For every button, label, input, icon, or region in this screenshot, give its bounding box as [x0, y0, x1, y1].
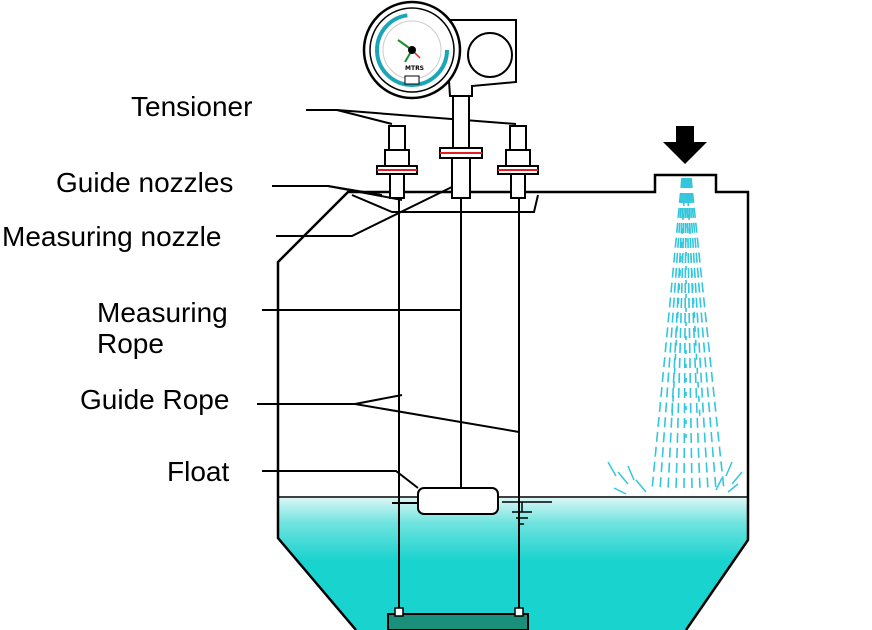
measuring-nozzle: [439, 95, 483, 199]
spray-splash: [607, 461, 743, 495]
tensioner-left: [376, 125, 418, 199]
label-guide-rope: Guide Rope: [80, 384, 229, 415]
gauge-unit-text: MTRS: [405, 65, 424, 72]
label-float: Float: [167, 456, 229, 487]
label-tensioner: Tensioner: [131, 91, 252, 122]
label-measuring-rope-line2: Rope: [97, 328, 164, 359]
label-measuring-nozzle: Measuring nozzle: [2, 221, 221, 252]
label-guide-nozzles: Guide nozzles: [56, 167, 233, 198]
bottom-weight: [387, 607, 529, 630]
measuring-nozzle-box: [351, 194, 539, 213]
tensioner-right: [497, 125, 539, 199]
level-gauge-head: MTRS: [362, 0, 517, 100]
tank: [276, 173, 750, 630]
level-mark: [502, 501, 552, 525]
inlet-spray: [651, 177, 725, 491]
float: [392, 487, 499, 515]
inlet-arrow: [663, 126, 707, 164]
label-measuring-rope-line1: Measuring: [97, 297, 228, 328]
liquid: [278, 498, 748, 630]
leader-lines: [257, 109, 520, 489]
